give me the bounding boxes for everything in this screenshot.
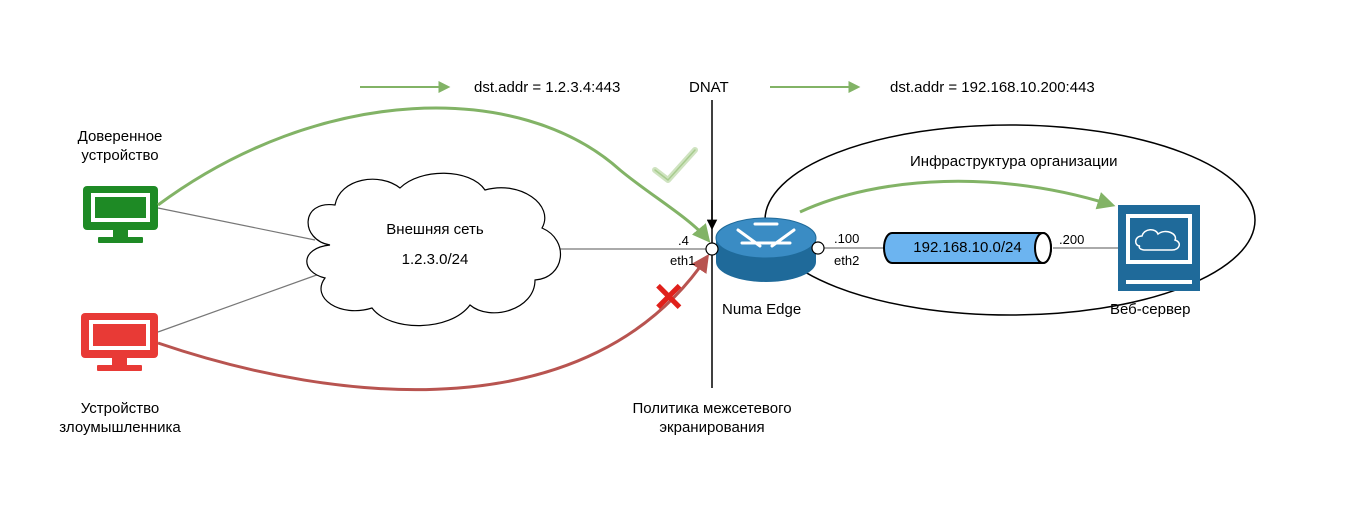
eth2-name: eth2	[834, 253, 860, 268]
eth1-port	[705, 242, 719, 256]
trusted-label-line1: Доверенное	[77, 128, 163, 145]
server-ip: .200	[1059, 232, 1085, 247]
allowed-flow-trusted	[157, 106, 711, 243]
link-attacker-cloud	[157, 271, 326, 333]
trusted-monitor-icon	[83, 186, 158, 243]
router-icon	[715, 217, 817, 282]
legend-dnat: DNAT	[689, 79, 729, 96]
attacker-label-line2: злоумышленника	[59, 419, 181, 436]
blocked-flow-attacker	[157, 254, 710, 392]
allowed-flow-server	[799, 179, 1116, 214]
firewall-label-line1: Политика межсетевого	[632, 400, 792, 417]
eth2-ip: .100	[834, 231, 860, 246]
eth2-port	[811, 241, 825, 255]
legend-before-dnat: dst.addr = 1.2.3.4:443	[474, 79, 621, 96]
subnet-label: 192.168.10.0/24	[913, 239, 1022, 256]
eth1-name: eth1	[670, 253, 696, 268]
firewall-label: Политика межсетевого экранирования	[612, 399, 812, 437]
firewall-label-line2: экранирования	[659, 419, 765, 436]
subnet-pipe-icon	[883, 232, 1052, 264]
external-network-cloud	[306, 172, 561, 327]
external-network-subnet: 1.2.3.0/24	[401, 251, 469, 268]
attacker-device-label: Устройство злоумышленника	[40, 399, 200, 437]
router-name: Numa Edge	[722, 301, 802, 318]
server-name: Веб-сервер	[1110, 301, 1191, 318]
eth1-ip: .4	[678, 233, 689, 248]
trusted-label-line2: устройство	[81, 147, 159, 164]
link-trusted-cloud	[157, 207, 316, 241]
web-server-icon	[1118, 205, 1200, 291]
x-icon: ✕	[652, 276, 686, 320]
external-network-name: Внешняя сеть	[386, 221, 484, 238]
attacker-label-line1: Устройство	[80, 400, 160, 417]
legend-after-dnat: dst.addr = 192.168.10.200:443	[890, 79, 1095, 96]
attacker-monitor-icon	[81, 313, 158, 371]
org-title: Инфраструктура организации	[910, 153, 1118, 170]
trusted-device-label: Доверенное устройство	[55, 127, 185, 165]
